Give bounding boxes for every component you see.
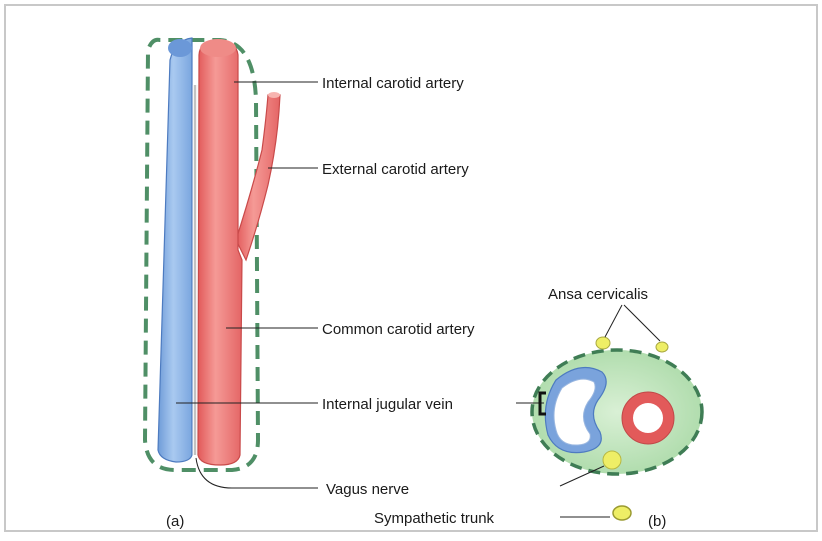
internal-jugular-vein: [158, 38, 192, 462]
label-ansa-cervicalis: Ansa cervicalis: [548, 286, 648, 303]
label-internal-carotid: Internal carotid artery: [322, 75, 464, 92]
label-panel-a: (a): [166, 513, 184, 530]
ansa-cervicalis-node-right: [656, 342, 668, 352]
common-carotid-artery: [198, 40, 242, 465]
leader-ansa-right: [624, 305, 660, 341]
panel-a-longitudinal-view: Internal carotid artery External carotid…: [145, 38, 475, 530]
label-internal-jugular: Internal jugular vein: [322, 396, 453, 413]
label-vagus: Vagus nerve: [326, 481, 409, 498]
label-panel-b: (b): [648, 513, 666, 530]
label-external-carotid: External carotid artery: [322, 161, 469, 178]
internal-carotid-artery-opening: [200, 39, 236, 57]
sympathetic-trunk-cross-section: [613, 506, 631, 520]
leader-ansa-left: [605, 305, 622, 337]
internal-jugular-vein-opening: [168, 39, 192, 57]
vagus-nerve-cross-section: [603, 451, 621, 469]
common-carotid-artery-lumen: [633, 403, 663, 433]
label-sympathetic-trunk: Sympathetic trunk: [374, 510, 495, 527]
ansa-cervicalis-node-left: [596, 337, 610, 349]
leader-vagus-b: [560, 466, 604, 486]
label-common-carotid: Common carotid artery: [322, 321, 475, 338]
external-carotid-artery-end: [268, 92, 280, 98]
